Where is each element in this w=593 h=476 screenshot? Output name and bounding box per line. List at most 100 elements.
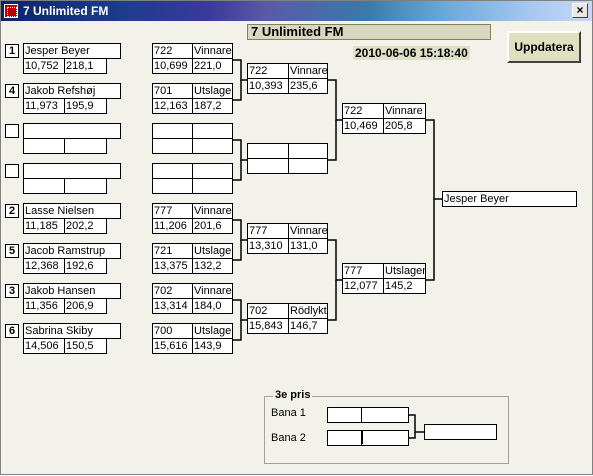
reaction-time: 11,185 [23, 218, 65, 234]
datetime-label: 2010-06-06 15:18:40 [353, 46, 470, 60]
result-label: Vinnare [288, 63, 328, 79]
race-speed: 221,0 [192, 58, 233, 74]
race-time: 13,310 [247, 238, 289, 254]
lane1-label: Bana 1 [271, 407, 306, 419]
race-speed: 235,6 [288, 78, 328, 94]
window-title: 7 Unlimited FM [23, 4, 109, 18]
lane-number: 702 [247, 303, 289, 319]
result-label: Utslagen [192, 83, 233, 99]
race-time: 10,699 [152, 58, 193, 74]
seed-box: 3 [5, 284, 19, 298]
lane-number: 722 [247, 63, 289, 79]
result-label [192, 123, 233, 139]
third-prize-group [264, 396, 509, 464]
result-label: Rödlykta [288, 303, 328, 319]
reaction-time: 11,356 [23, 298, 65, 314]
result-label: Vinnare [288, 223, 328, 239]
result-label: Vinnare [192, 203, 233, 219]
lane-number [247, 143, 289, 159]
speed-value [64, 178, 107, 194]
update-button[interactable]: Uppdatera [507, 31, 581, 63]
race-time: 10,469 [342, 118, 384, 134]
seed-box: 5 [5, 244, 19, 258]
text-caret [362, 431, 363, 444]
page-title: 7 Unlimited FM [247, 24, 491, 40]
race-time: 13,375 [152, 258, 193, 274]
speed-value: 150,5 [64, 338, 107, 354]
speed-value: 192,6 [64, 258, 107, 274]
race-time: 12,077 [342, 278, 384, 294]
speed-value: 195,9 [64, 98, 107, 114]
lane-number: 721 [152, 243, 193, 259]
race-speed: 145,2 [383, 278, 426, 294]
third-prize-label: 3e pris [273, 389, 313, 401]
third-lane1-b[interactable] [361, 407, 409, 423]
third-lane2-a[interactable] [327, 430, 362, 446]
lane-number: 701 [152, 83, 193, 99]
seed-box [5, 164, 19, 178]
lane-number [152, 123, 193, 139]
result-label: Vinnare [192, 43, 233, 59]
race-speed: 132,2 [192, 258, 233, 274]
race-time: 10,393 [247, 78, 289, 94]
lane-number: 722 [342, 103, 384, 119]
seed-box: 4 [5, 84, 19, 98]
lane-number: 777 [247, 223, 289, 239]
race-time: 11,206 [152, 218, 193, 234]
reaction-time [23, 138, 65, 154]
player-name [23, 163, 121, 179]
speed-value: 218,1 [64, 58, 107, 74]
player-name: Jacob Ramstrup [23, 243, 121, 259]
player-name: Jakob Hansen [23, 283, 121, 299]
seed-box [5, 124, 19, 138]
player-name [23, 123, 121, 139]
race-speed [192, 178, 233, 194]
third-lane2-b[interactable] [361, 430, 409, 446]
race-time [247, 158, 289, 174]
player-name: Jesper Beyer [23, 43, 121, 59]
seed-box: 1 [5, 44, 19, 58]
lane-number [152, 163, 193, 179]
seed-box: 2 [5, 204, 19, 218]
race-speed: 205,8 [383, 118, 426, 134]
lane-number: 777 [342, 263, 384, 279]
reaction-time: 10,752 [23, 58, 65, 74]
speed-value: 206,9 [64, 298, 107, 314]
race-time: 12,163 [152, 98, 193, 114]
third-winner-field[interactable] [424, 424, 497, 440]
player-name: Jakob Refshøj [23, 83, 121, 99]
race-speed: 143,9 [192, 338, 233, 354]
reaction-time [23, 178, 65, 194]
lane-number: 777 [152, 203, 193, 219]
close-button[interactable]: × [572, 3, 588, 18]
speed-value [64, 138, 107, 154]
lane-number: 722 [152, 43, 193, 59]
result-label: Utslagen [383, 263, 426, 279]
result-label [192, 163, 233, 179]
winner-field: Jesper Beyer [442, 191, 577, 207]
reaction-time: 14,506 [23, 338, 65, 354]
race-speed [288, 158, 328, 174]
race-speed: 201,6 [192, 218, 233, 234]
race-speed: 146,7 [288, 318, 328, 334]
close-icon: × [576, 3, 584, 17]
lane-number: 702 [152, 283, 193, 299]
race-speed: 184,0 [192, 298, 233, 314]
speed-value: 202,2 [64, 218, 107, 234]
app-icon [4, 4, 18, 18]
lane-number: 700 [152, 323, 193, 339]
player-name: Lasse Nielsen [23, 203, 121, 219]
reaction-time: 12,368 [23, 258, 65, 274]
result-label: Vinnare [192, 283, 233, 299]
race-time [152, 178, 193, 194]
result-label: Vinnare [383, 103, 426, 119]
race-speed: 131,0 [288, 238, 328, 254]
race-time: 15,843 [247, 318, 289, 334]
race-time: 15,616 [152, 338, 193, 354]
race-time: 13,314 [152, 298, 193, 314]
third-lane1-a[interactable] [327, 407, 362, 423]
title-bar[interactable]: 7 Unlimited FM × [1, 1, 592, 21]
player-name: Sabrina Skiby [23, 323, 121, 339]
